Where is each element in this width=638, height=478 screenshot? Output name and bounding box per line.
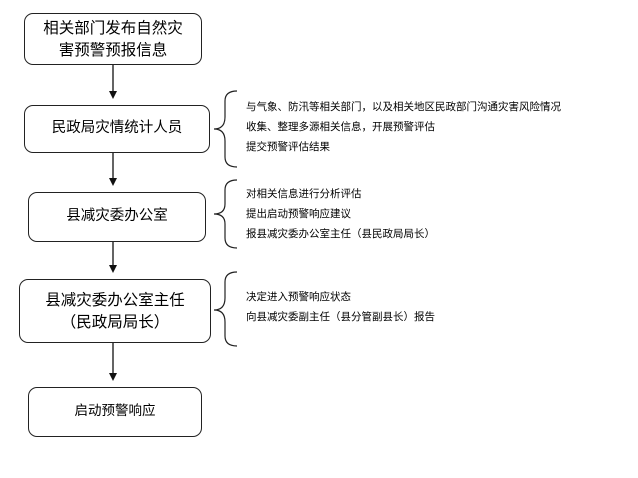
notes-civil-affairs-staff: 与气象、防汛等相关部门，以及相关地区民政部门沟通灾害风险情况 收集、整理多源相关… xyxy=(246,97,561,157)
notes-office-director: 决定进入预警响应状态 向县减灾委副主任（县分管副县长）报告 xyxy=(246,287,435,327)
node-publish-warning: 相关部门发布自然灾 害预警预报信息 xyxy=(24,13,202,65)
note-text: 收集、整理多源相关信息，开展预警评估 xyxy=(246,121,435,133)
note-text: 决定进入预警响应状态 xyxy=(246,291,351,303)
node-start-warning-response: 启动预警响应 xyxy=(28,387,202,437)
note-text: 对相关信息进行分析评估 xyxy=(246,188,362,200)
node-disaster-office-line-1: 县减灾委办公室 xyxy=(66,208,168,225)
node-publish-warning-line-2: 害预警预报信息 xyxy=(58,41,168,59)
node-office-director-line-1: 县减灾委办公室主任 xyxy=(45,290,185,309)
node-start-warning-response-line-1: 启动预警响应 xyxy=(74,403,156,420)
note-text: 提交预警评估结果 xyxy=(246,141,330,153)
brace-notes-2 xyxy=(213,179,238,249)
note-text: 提出启动预警响应建议 xyxy=(246,208,351,220)
brace-notes-1 xyxy=(213,90,238,168)
node-civil-affairs-staff: 民政局灾情统计人员 xyxy=(24,105,210,153)
note-text: 报县减灾委办公室主任（县民政局局长） xyxy=(246,228,435,240)
node-publish-warning-line-1: 相关部门发布自然灾 xyxy=(43,18,183,37)
node-office-director: 县减灾委办公室主任 （民政局局长） xyxy=(19,279,211,343)
brace-notes-3 xyxy=(213,271,238,347)
node-office-director-line-2: （民政局局长） xyxy=(60,313,170,331)
note-text: 与气象、防汛等相关部门，以及相关地区民政部门沟通灾害风险情况 xyxy=(246,101,561,113)
node-civil-affairs-staff-line-1: 民政局灾情统计人员 xyxy=(51,120,183,137)
node-disaster-office: 县减灾委办公室 xyxy=(28,192,206,242)
note-text: 向县减灾委副主任（县分管副县长）报告 xyxy=(246,311,435,323)
notes-disaster-office: 对相关信息进行分析评估 提出启动预警响应建议 报县减灾委办公室主任（县民政局局长… xyxy=(246,184,435,244)
